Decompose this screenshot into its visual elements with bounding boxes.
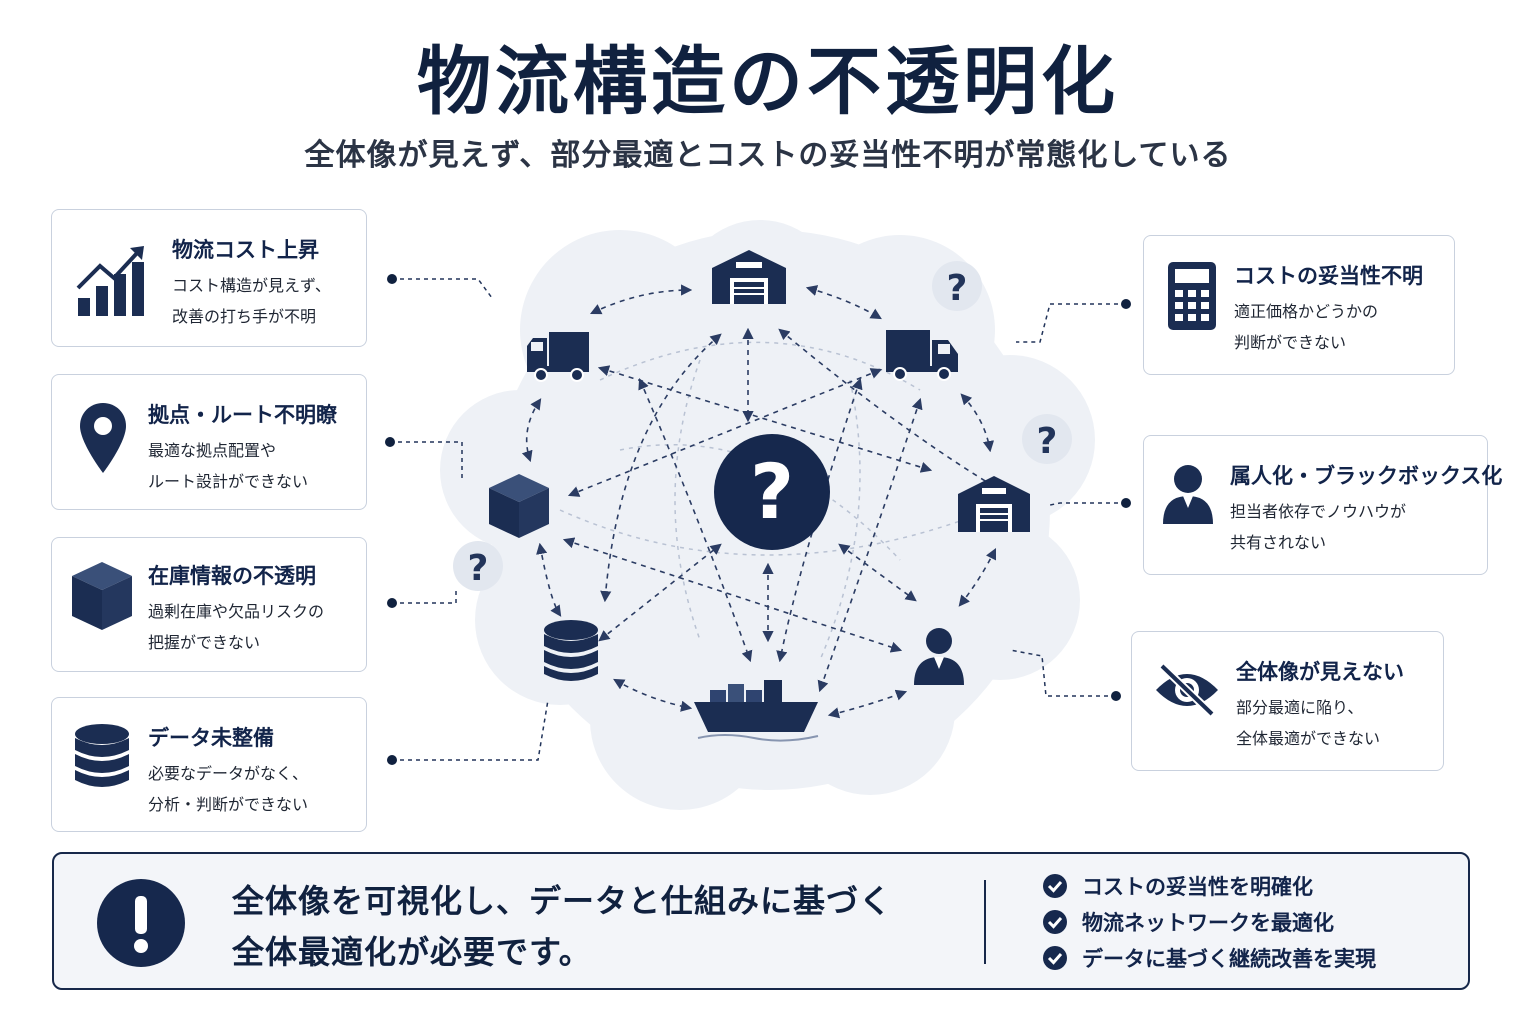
check-label: コストの妥当性を明確化 xyxy=(1082,875,1313,899)
truck-icon xyxy=(886,330,958,381)
svg-text:?: ? xyxy=(947,268,968,309)
issue-card-no-overview: 全体像が見えない 部分最適に陥り、 全体最適ができない xyxy=(1131,631,1444,771)
check-item: データに基づく継続改善を実現 xyxy=(1042,940,1376,976)
eye-slash-icon xyxy=(1156,663,1218,717)
card-description: コスト構造が見えず、 改善の打ち手が不明 xyxy=(172,276,331,326)
check-label: データに基づく継続改善を実現 xyxy=(1082,947,1376,971)
check-item: コストの妥当性を明確化 xyxy=(1042,868,1376,904)
truck-icon xyxy=(527,332,589,382)
card-description: 必要なデータがなく、 分析・判断ができない xyxy=(148,764,309,814)
exclamation-icon xyxy=(97,879,185,967)
person-icon xyxy=(914,628,964,685)
card-description: 最適な拠点配置や ルート設計ができない xyxy=(148,441,309,491)
location-pin-icon xyxy=(80,403,126,473)
card-description: 担当者依存でノウハウが 共有されない xyxy=(1230,502,1407,552)
person-icon xyxy=(1163,465,1213,524)
rising-bar-chart-icon xyxy=(76,246,144,316)
card-title: データ未整備 xyxy=(148,726,274,750)
issue-card-route: 拠点・ルート不明瞭 最適な拠点配置や ルート設計ができない xyxy=(51,374,367,510)
card-description: 過剰在庫や欠品リスクの 把握ができない xyxy=(148,602,325,652)
card-title: 全体像が見えない xyxy=(1236,660,1404,684)
card-description: 部分最適に陥り、 全体最適ができない xyxy=(1236,698,1381,748)
check-circle-icon xyxy=(1043,946,1067,970)
box-icon xyxy=(489,474,549,538)
database-icon xyxy=(75,724,129,787)
conclusion-message: 全体像を可視化し、データと仕組みに基づく 全体最適化が必要です。 xyxy=(232,882,893,971)
card-title: コストの妥当性不明 xyxy=(1234,264,1423,288)
conclusion-box: 全体像を可視化し、データと仕組みに基づく 全体最適化が必要です。 コストの妥当性… xyxy=(52,852,1470,990)
question-bubble-1: ? xyxy=(932,261,982,311)
svg-text:?: ? xyxy=(468,548,489,589)
check-item: 物流ネットワークを最適化 xyxy=(1042,904,1376,940)
warehouse-icon xyxy=(958,476,1030,532)
center-question-circle xyxy=(714,434,830,550)
center-question-mark: ? xyxy=(750,447,794,536)
cargo-ship-icon xyxy=(694,680,819,742)
svg-text:?: ? xyxy=(1037,421,1058,462)
divider xyxy=(984,880,986,964)
check-circle-icon xyxy=(1043,910,1067,934)
issue-card-cost-rise: 物流コスト上昇 コスト構造が見えず、 改善の打ち手が不明 xyxy=(51,209,367,347)
issue-card-cost-validity: コストの妥当性不明 適正価格かどうかの 判断ができない xyxy=(1143,235,1455,375)
warehouse-icon xyxy=(712,250,786,304)
issue-card-inventory: 在庫情報の不透明 過剰在庫や欠品リスクの 把握ができない xyxy=(51,537,367,672)
question-bubble-2: ? xyxy=(1022,414,1072,464)
card-title: 拠点・ルート不明瞭 xyxy=(148,403,337,427)
inventory-box-icon xyxy=(72,562,132,630)
page-title: 物流構造の不透明化 xyxy=(417,39,1119,125)
question-bubble-3: ? xyxy=(453,541,503,591)
card-title: 物流コスト上昇 xyxy=(172,238,319,262)
page-subtitle: 全体像が見えず、部分最適とコストの妥当性不明が常態化している xyxy=(304,138,1232,173)
card-title: 属人化・ブラックボックス化 xyxy=(1230,464,1503,488)
issue-card-data: データ未整備 必要なデータがなく、 分析・判断ができない xyxy=(51,697,367,832)
database-icon xyxy=(544,620,598,681)
calculator-icon xyxy=(1168,262,1216,330)
check-circle-icon xyxy=(1043,874,1067,898)
check-label: 物流ネットワークを最適化 xyxy=(1082,911,1334,935)
issue-card-black-box: 属人化・ブラックボックス化 担当者依存でノウハウが 共有されない xyxy=(1143,435,1502,575)
card-description: 適正価格かどうかの 判断ができない xyxy=(1234,302,1379,352)
card-title: 在庫情報の不透明 xyxy=(148,564,316,588)
check-list: コストの妥当性を明確化 物流ネットワークを最適化 データに基づく継続改善を実現 xyxy=(1042,868,1376,976)
